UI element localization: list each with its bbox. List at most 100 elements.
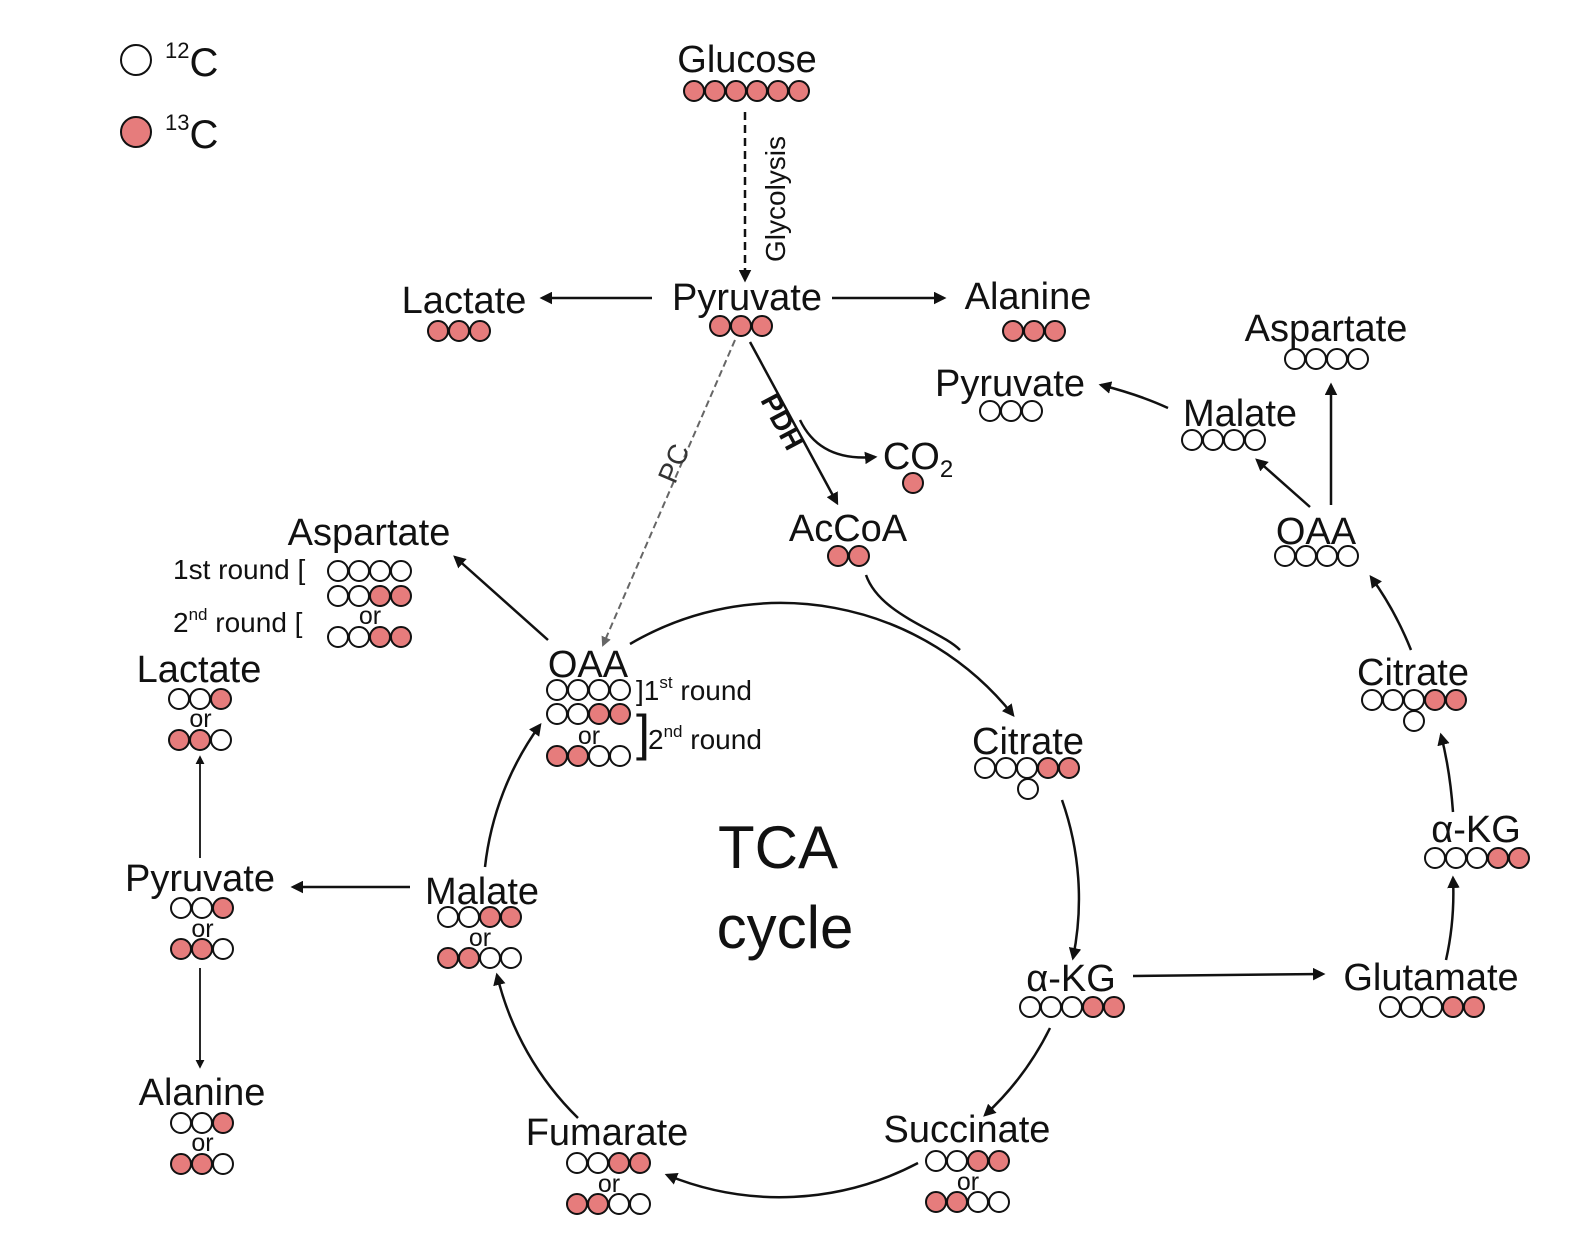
carbon-13c (588, 703, 610, 725)
akg-to-citrate-right-arrow (1437, 732, 1455, 813)
carbon-13c (788, 80, 810, 102)
tca-title: TCA (718, 814, 838, 881)
carbon-12c (437, 906, 459, 928)
carbon-13c (210, 688, 232, 710)
carbon-12c (979, 400, 1001, 422)
carbon-13c (189, 729, 211, 751)
metabolite-pyruvate: Pyruvate (672, 277, 822, 337)
carbon-12c (1326, 348, 1348, 370)
carbon-13c (448, 320, 470, 342)
metabolite-label: α-KG (1026, 958, 1116, 1000)
metabolite-oaa-right: OAA (1274, 511, 1359, 567)
carbon-12c (1337, 545, 1359, 567)
carbon-12c (327, 560, 349, 582)
carbon-12c (588, 679, 610, 701)
citrate-to-akg-arrow (1060, 799, 1082, 961)
co2-label: CO2 (883, 436, 953, 483)
carbon-13c (746, 80, 768, 102)
carbon-12c (629, 1193, 651, 1215)
carbon-12c (1379, 996, 1401, 1018)
metabolite-label: Lactate (402, 280, 527, 322)
carbon-12c (1040, 996, 1062, 1018)
carbon-12c (500, 947, 522, 969)
carbon-12c (1347, 348, 1369, 370)
carbon-13c (1442, 996, 1464, 1018)
carbon-13c (704, 80, 726, 102)
metabolite-label: Fumarate (526, 1112, 689, 1154)
carbon-12c (348, 626, 370, 648)
carbon-13c (587, 1193, 609, 1215)
legend-13c-circle (120, 116, 152, 148)
carbon-13c (1082, 996, 1104, 1018)
metabolite-label: α-KG (1431, 809, 1521, 851)
carbon-12c (1403, 689, 1425, 711)
carbon-12c (1361, 689, 1383, 711)
carbon-13c (390, 626, 412, 648)
carbon-13c (988, 1150, 1010, 1172)
malate-to-pyruvate-right-arrow (1098, 381, 1169, 410)
carbon-13c (683, 80, 705, 102)
carbon-12c (1421, 996, 1443, 1018)
carbon-13c (848, 545, 870, 567)
carbon-12c (925, 1150, 947, 1172)
carbon-12c (609, 679, 631, 701)
metabolite-accoa: AcCoA (789, 508, 908, 567)
carbon-12c (1061, 996, 1083, 1018)
carbon-13c (767, 80, 789, 102)
arrows (195, 112, 1460, 1199)
metabolite-label: Glutamate (1343, 957, 1518, 999)
accoa-to-citrate-arrow (864, 574, 961, 651)
carbon-13c (1002, 320, 1024, 342)
carbon-12c (1274, 545, 1296, 567)
akg-to-glutamate-arrow (1132, 967, 1326, 981)
carbon-12c (210, 729, 232, 751)
carbon-13c (1023, 320, 1045, 342)
carbon-13c (212, 897, 234, 919)
carbon-12c (1181, 429, 1203, 451)
carbon-13c (458, 947, 480, 969)
carbon-13c (925, 1191, 947, 1213)
carbon-12c (1202, 429, 1224, 451)
carbon-12c (967, 1191, 989, 1213)
oaa-bracket: ] (636, 705, 650, 761)
carbon-12c (1382, 689, 1404, 711)
glutamate-to-akg-arrow (1444, 875, 1460, 961)
carbon-13c (191, 1153, 213, 1175)
metabolite-citrate-right: Citrate (1357, 652, 1469, 732)
metabolite-label: OAA (548, 644, 629, 686)
metabolite-label: Aspartate (288, 512, 451, 554)
metabolite-glutamate: Glutamate (1343, 957, 1519, 1018)
aspartate-second-round-note: 2nd round [ (173, 605, 303, 638)
carbon-12c (608, 1193, 630, 1215)
metabolite-label: Pyruvate (935, 363, 1085, 405)
carbon-13c (390, 585, 412, 607)
metabolite-akg-main: α-KG (1019, 958, 1125, 1018)
carbon-13c (1044, 320, 1066, 342)
carbon-12c (369, 560, 391, 582)
fumarate-to-malate-arrow (493, 972, 579, 1119)
carbon-12c (327, 585, 349, 607)
metabolite-label: Lactate (137, 649, 262, 691)
carbon-12c (567, 703, 589, 725)
carbon-12c (390, 560, 412, 582)
oaa-first-round-note: ]1st round (636, 673, 752, 706)
carbon-12c (1466, 847, 1488, 869)
metabolite-alanine-top: Alanine (965, 276, 1091, 342)
carbon-13c (1463, 996, 1485, 1018)
carbon-12c (609, 745, 631, 767)
carbon-12c (974, 757, 996, 779)
malate-to-oaa-arrow (483, 722, 542, 868)
carbon-13c (437, 947, 459, 969)
carbon-12c (988, 1191, 1010, 1213)
akg-to-succinate-arrow (983, 1027, 1052, 1117)
carbon-13c (1445, 689, 1467, 711)
metabolite-co2 (902, 472, 924, 494)
legend: 12C 13C (120, 38, 218, 157)
glycolysis-label: Glycolysis (760, 136, 791, 262)
or-label: or (191, 915, 213, 943)
or-label: or (469, 924, 491, 952)
